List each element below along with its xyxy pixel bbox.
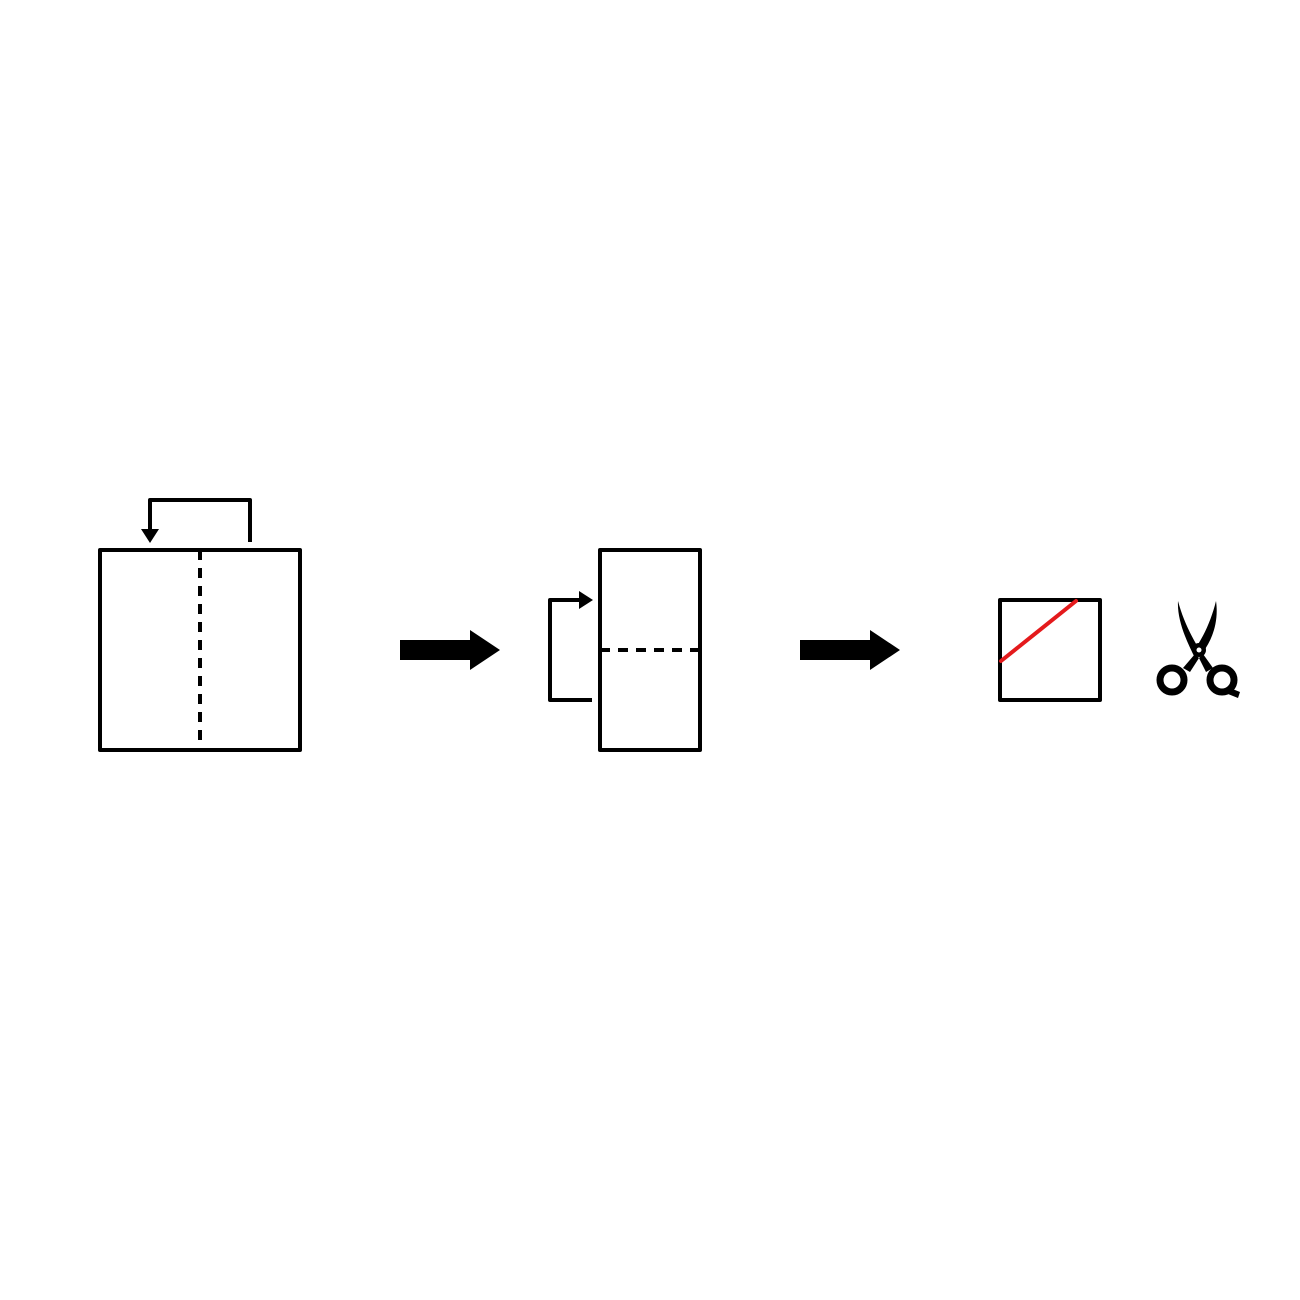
arrow-right-icon: [800, 630, 900, 670]
step-2: [548, 548, 702, 752]
fold-arrow-icon: [141, 498, 252, 543]
paper-rectangle: [598, 548, 702, 752]
paper-folded-square: [998, 598, 1102, 702]
step-3: [998, 598, 1102, 702]
arrow-right-icon: [400, 630, 500, 670]
cut-line: [999, 599, 1078, 663]
fold-arrow-icon: [548, 591, 593, 702]
scissors-icon: [1156, 601, 1240, 698]
step-1: [98, 498, 302, 752]
